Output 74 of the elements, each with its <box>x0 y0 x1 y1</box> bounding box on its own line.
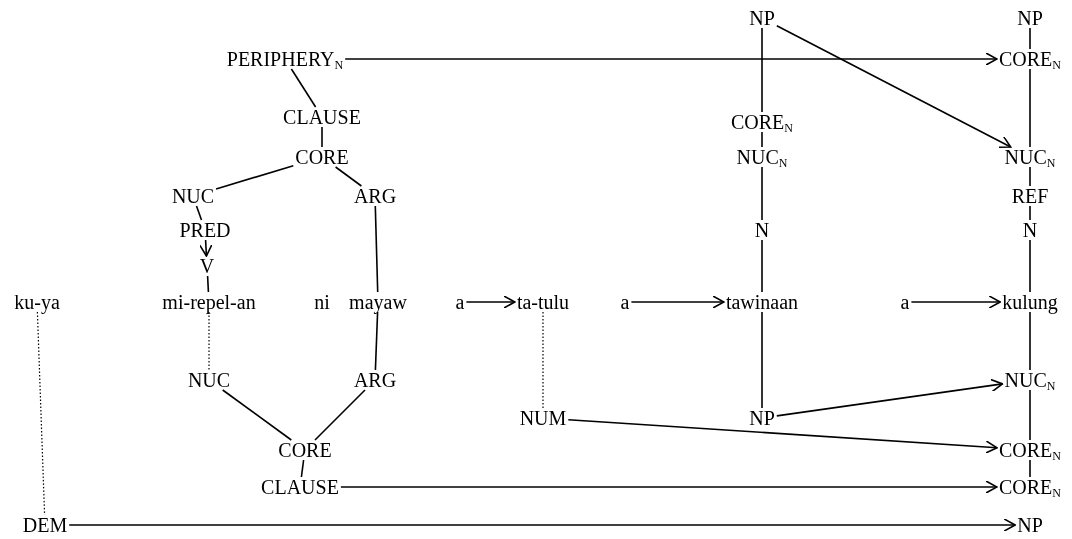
tree-branch <box>761 239 763 293</box>
dotted-line <box>542 311 544 409</box>
tree-branch <box>1029 311 1031 371</box>
tree-branch <box>195 205 203 221</box>
word-text: ku-ya <box>14 291 60 313</box>
category-label: NUC <box>187 369 231 391</box>
category-label: CORE$_{N}$ <box>999 476 1061 498</box>
category-label: NP <box>1017 514 1043 536</box>
category-label: CORE$_{N}$ <box>999 48 1061 70</box>
tree-branch <box>761 166 763 221</box>
tree-branch <box>1029 27 1031 50</box>
tree-branch <box>221 389 293 441</box>
category-label: PERIPHERY$_{N}$ <box>226 48 344 70</box>
tree-branch <box>761 27 763 113</box>
tree-branch <box>1029 239 1031 293</box>
tree-branch <box>1029 459 1031 478</box>
category-label: CORE <box>295 146 349 168</box>
word-text: mayaw <box>349 291 407 313</box>
tree-branch <box>374 205 379 293</box>
category-label: NP <box>749 407 775 429</box>
tree-branch <box>1029 166 1031 187</box>
tree-branch <box>334 166 363 187</box>
word-text: ni <box>314 291 330 313</box>
category-label: NUC <box>171 185 215 207</box>
tree-branch <box>215 164 295 190</box>
category-label: DEM <box>22 514 68 536</box>
tree-branch <box>290 68 317 108</box>
word-text: mi-repel-an <box>162 291 256 313</box>
category-label: CORE <box>278 439 332 461</box>
dotted-line <box>36 311 46 516</box>
arrow <box>344 52 998 66</box>
word-text: a <box>455 291 465 313</box>
tree-branch <box>1029 68 1031 148</box>
category-label: NP <box>1017 7 1043 29</box>
arrow <box>910 295 1001 309</box>
arrow <box>465 295 516 309</box>
tree-branch <box>206 275 210 293</box>
category-label: CORE$_{N}$ <box>999 439 1061 461</box>
category-label: REF <box>1011 185 1049 207</box>
category-label: ARG <box>353 185 397 207</box>
tree-branch <box>761 311 763 409</box>
category-label: V <box>199 255 215 277</box>
category-label: CORE$_{N}$ <box>731 111 793 133</box>
tree-branch <box>761 131 763 148</box>
dotted-line <box>208 311 210 371</box>
category-label: NUC$_{N}$ <box>1004 146 1056 168</box>
tree-branch <box>374 311 379 371</box>
category-label: PRED <box>179 219 231 241</box>
category-label: CLAUSE <box>283 106 361 128</box>
category-label: N <box>754 219 770 241</box>
arrow <box>199 239 213 257</box>
category-label: NUC$_{N}$ <box>1004 369 1056 391</box>
arrow <box>68 518 1016 532</box>
arrow <box>776 378 1004 417</box>
category-label: NUM <box>519 407 567 429</box>
word-text: kulung <box>1002 291 1058 313</box>
arrow <box>630 295 725 309</box>
tree-branch <box>314 389 366 441</box>
category-label: ARG <box>353 369 397 391</box>
arrow <box>776 24 1012 149</box>
tree-branch <box>321 126 323 148</box>
category-label: NP <box>749 7 775 29</box>
category-label: NUC$_{N}$ <box>736 146 788 168</box>
arrow <box>567 418 998 454</box>
arrow <box>340 480 998 494</box>
category-label: N <box>1022 219 1038 241</box>
word-text: tawinaan <box>725 291 799 313</box>
tree-branch <box>1029 389 1031 441</box>
tree-branch <box>1029 205 1031 221</box>
tree-branch <box>300 459 305 478</box>
word-text: a <box>900 291 910 313</box>
category-label: CLAUSE <box>261 476 339 498</box>
word-text: a <box>620 291 630 313</box>
word-text: ta-tulu <box>516 291 570 313</box>
